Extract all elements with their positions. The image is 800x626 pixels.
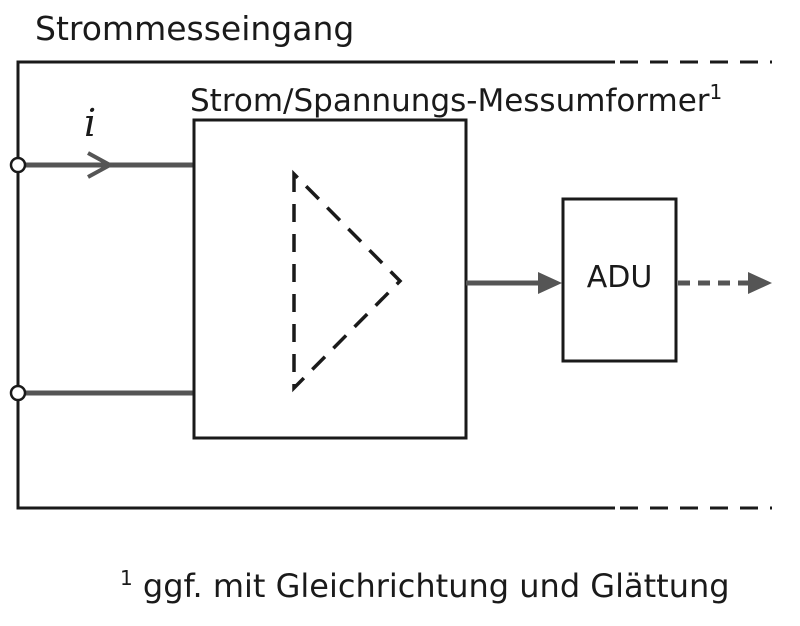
converter-block: [192, 118, 468, 440]
signal-arrow-to-adu: [538, 272, 562, 294]
adu-label: ADU: [586, 260, 653, 295]
current-arrow-head: [87, 151, 115, 179]
current-symbol: i: [84, 101, 97, 145]
footnote: 1 ggf. mit Gleichrichtung und Glättung: [120, 568, 730, 602]
converter-label-text: Strom/Spannungs-Messumformer: [190, 83, 710, 119]
current-input-title: Strommesseingang: [35, 9, 355, 48]
footnote-text: ggf. mit Gleichrichtung und Glättung: [142, 567, 730, 605]
digital-output-arrow: [748, 272, 772, 294]
converter-label: Strom/Spannungs-Messumformer1: [190, 82, 722, 117]
amplifier-symbol: [292, 169, 403, 393]
converter-footnote-mark: 1: [709, 80, 723, 104]
input-frame-line: [16, 60, 615, 510]
input-terminal-bottom: [9, 384, 27, 402]
input-terminal-top: [9, 156, 27, 174]
footnote-mark: 1: [120, 566, 133, 590]
adu-block: [561, 197, 678, 363]
